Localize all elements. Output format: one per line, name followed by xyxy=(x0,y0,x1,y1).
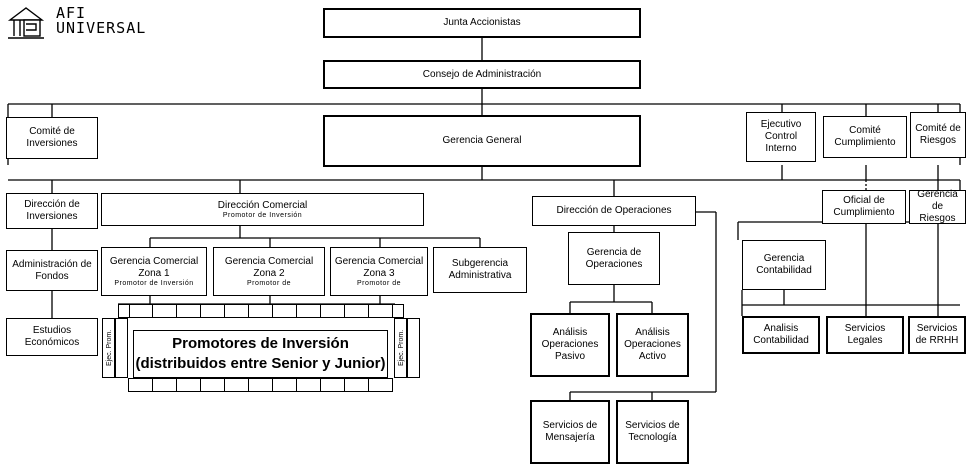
comite-riesgos-label: Comité de Riesgos xyxy=(915,123,961,146)
promotor-cell xyxy=(368,304,393,318)
gerencia-general-label: Gerencia General xyxy=(442,135,522,146)
ejec-prom-right-2 xyxy=(407,318,420,378)
servicios-tecnologia-label: Servicios de Tecnología xyxy=(625,420,680,443)
administracion-fondos: Administración de Fondos xyxy=(6,250,98,291)
promotor-cell xyxy=(320,304,345,318)
company-logo: AFI UNIVERSAL xyxy=(4,4,164,44)
junta-accionistas: Junta Accionistas xyxy=(323,8,641,38)
direccion-comercial-label: Dirección Comercial xyxy=(217,199,308,211)
gcz2-sub: Promotor de xyxy=(246,279,292,287)
promotor-cell xyxy=(248,378,273,392)
analisis-activo-label: Análisis Operaciones Activo xyxy=(624,327,681,362)
gcz1-label: Gerencia Comercial Zona 1 xyxy=(109,255,199,279)
promotor-cell xyxy=(152,304,177,318)
gerencia-contabilidad-label: Gerencia Contabilidad xyxy=(756,253,812,276)
promotor-cell xyxy=(272,304,297,318)
direccion-operaciones: Dirección de Operaciones xyxy=(532,196,696,226)
gerencia-comercial-zona-1: Gerencia Comercial Zona 1 Promotor de In… xyxy=(101,247,207,296)
estudios-label: Estudios Económicos xyxy=(24,325,80,348)
gerencia-riesgos-label: Gerencia de Riesgos xyxy=(917,189,958,224)
promotor-cell xyxy=(176,378,201,392)
gerencia-contabilidad: Gerencia Contabilidad xyxy=(742,240,826,290)
servicios-legales: Servicios Legales xyxy=(826,316,904,354)
promotor-cell xyxy=(248,304,273,318)
promotores-inversion: Promotores de Inversión (distribuidos en… xyxy=(133,330,388,378)
gerencia-operaciones: Gerencia de Operaciones xyxy=(568,232,660,285)
promotor-cell xyxy=(200,378,225,392)
promotor-cell xyxy=(118,304,130,318)
gerencia-operaciones-label: Gerencia de Operaciones xyxy=(585,246,643,270)
analisis-operaciones-activo: Análisis Operaciones Activo xyxy=(616,313,689,377)
gcz3-label: Gerencia Comercial Zona 3 xyxy=(334,255,424,279)
comite-inversiones: Comité de Inversiones xyxy=(6,117,98,159)
consejo-label: Consejo de Administración xyxy=(422,68,542,80)
promotor-cell xyxy=(224,378,249,392)
administracion-fondos-label: Administración de Fondos xyxy=(12,258,92,282)
estudios-economicos: Estudios Económicos xyxy=(6,318,98,356)
ejec-prom-left-2 xyxy=(115,318,128,378)
promotor-cell xyxy=(392,304,404,318)
analisis-contabilidad-label: Analisis Contabilidad xyxy=(753,323,809,346)
logo-line1: AFI xyxy=(56,4,87,22)
gerencia-riesgos: Gerencia de Riesgos xyxy=(909,189,966,224)
building-icon xyxy=(7,7,45,39)
junta-label: Junta Accionistas xyxy=(443,17,521,28)
promotores-line2: (distribuidos entre Senior y Junior) xyxy=(135,355,386,372)
servicios-tecnologia: Servicios de Tecnología xyxy=(616,400,689,464)
promotor-cell xyxy=(176,304,201,318)
direccion-inversiones: Dirección de Inversiones xyxy=(6,193,98,229)
comite-inversiones-label: Comité de Inversiones xyxy=(26,126,78,149)
gerencia-general: Gerencia General xyxy=(323,115,641,167)
promotor-cell xyxy=(344,378,369,392)
promotor-cell xyxy=(152,378,177,392)
servicios-mensajeria: Servicios de Mensajería xyxy=(530,400,610,464)
servicios-rrhh: Servicios de RRHH xyxy=(908,316,966,354)
direccion-operaciones-label: Dirección de Operaciones xyxy=(556,205,672,216)
promotor-cell xyxy=(200,304,225,318)
promotor-cell xyxy=(128,378,153,392)
direccion-comercial: Dirección Comercial Promotor de Inversió… xyxy=(101,193,424,226)
promotor-cell xyxy=(296,378,321,392)
servicios-rrhh-label: Servicios de RRHH xyxy=(915,323,959,346)
direccion-comercial-sub: Promotor de Inversión xyxy=(222,211,303,219)
promotores-line1: Promotores de Inversión xyxy=(172,335,349,352)
ejecutivo-control-label: Ejecutivo Control Interno xyxy=(760,119,802,154)
comite-riesgos: Comité de Riesgos xyxy=(910,112,966,158)
subgerencia-label: Subgerencia Administrativa xyxy=(448,258,512,281)
oficial-cumplimiento-label: Oficial de Cumplimiento xyxy=(833,195,895,218)
gerencia-comercial-zona-2: Gerencia Comercial Zona 2 Promotor de xyxy=(213,247,325,296)
promotor-cell xyxy=(344,304,369,318)
analisis-operaciones-pasivo: Análisis Operaciones Pasivo xyxy=(530,313,610,377)
direccion-inversiones-label: Dirección de Inversiones xyxy=(24,199,80,222)
comite-cumplimiento: Comité Cumplimiento xyxy=(823,116,907,158)
analisis-contabilidad: Analisis Contabilidad xyxy=(742,316,820,354)
promotor-cell xyxy=(320,378,345,392)
gcz3-sub: Promotor de xyxy=(356,279,402,287)
gcz1-sub: Promotor de Inversión xyxy=(114,279,194,287)
subgerencia-administrativa: Subgerencia Administrativa xyxy=(433,247,527,293)
ejec-prom-left: Ejec. Prom. Inversión xyxy=(102,318,126,378)
comite-cumplimiento-label: Comité Cumplimiento xyxy=(834,125,896,148)
promotor-cell xyxy=(224,304,249,318)
servicios-legales-label: Servicios Legales xyxy=(844,323,886,346)
promotor-cell xyxy=(296,304,321,318)
promotor-cell xyxy=(272,378,297,392)
oficial-cumplimiento: Oficial de Cumplimiento xyxy=(822,190,906,224)
consejo-administracion: Consejo de Administración xyxy=(323,60,641,89)
logo-line2: UNIVERSAL xyxy=(56,19,147,37)
ejecutivo-control-interno: Ejecutivo Control Interno xyxy=(746,112,816,162)
analisis-pasivo-label: Análisis Operaciones Pasivo xyxy=(541,327,599,362)
promotor-cell xyxy=(128,304,153,318)
gcz2-label: Gerencia Comercial Zona 2 xyxy=(224,255,314,279)
promotor-cell xyxy=(368,378,393,392)
servicios-mensajeria-label: Servicios de Mensajería xyxy=(542,420,598,443)
gerencia-comercial-zona-3: Gerencia Comercial Zona 3 Promotor de xyxy=(330,247,428,296)
ejec-prom-right: Ejec. Prom. Inversión xyxy=(394,318,418,378)
